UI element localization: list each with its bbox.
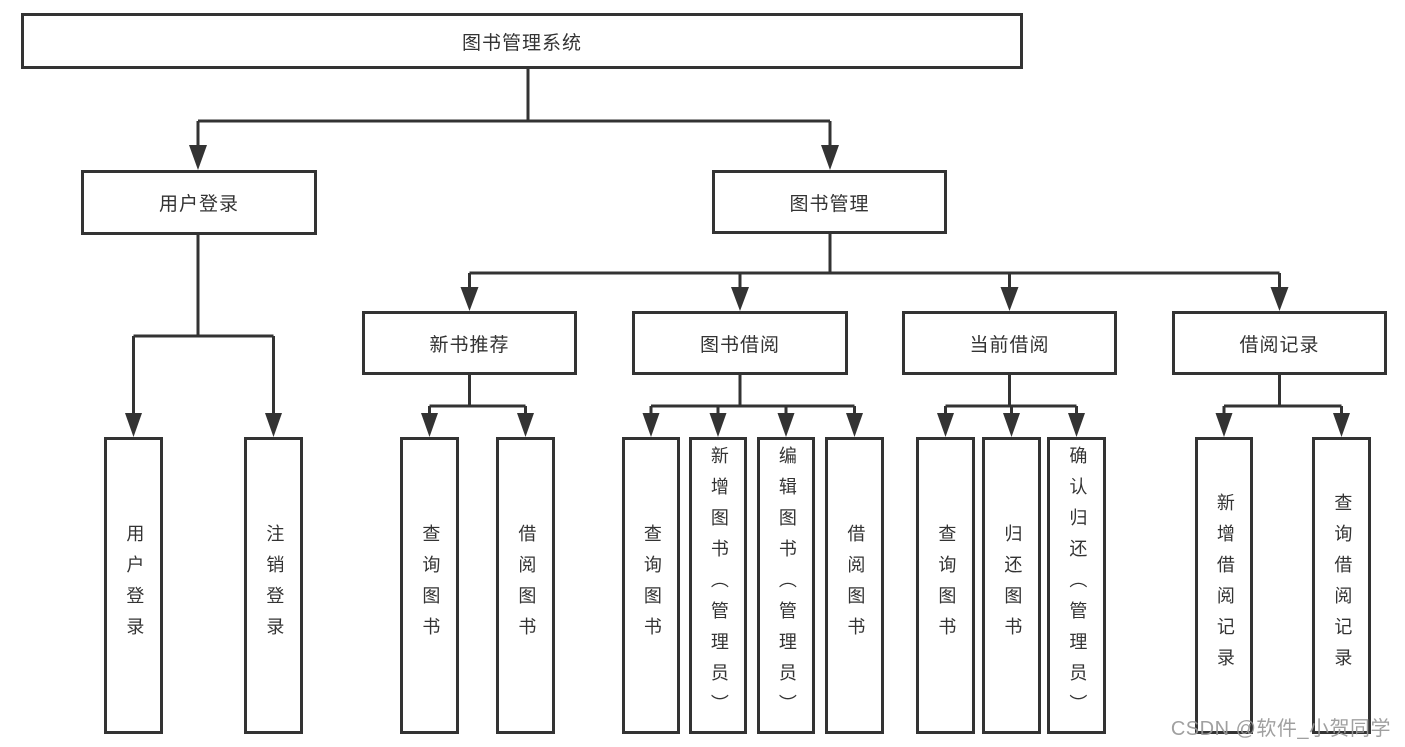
leaf-br-add-record-label: 新增借阅记录	[1214, 492, 1235, 679]
arrowhead	[821, 145, 839, 170]
node-book-mgmt: 图书管理	[712, 170, 947, 234]
leaf-cb-query-books-label: 查询图书	[936, 523, 957, 648]
leaf-cb-return-books: 归还图书	[982, 437, 1041, 734]
arrowhead	[125, 413, 142, 437]
node-root: 图书管理系统	[21, 13, 1023, 69]
leaf-bb-query-books-label: 查询图书	[641, 523, 662, 648]
node-user-login: 用户登录	[81, 170, 317, 235]
leaf-br-query-record-label: 查询借阅记录	[1332, 492, 1353, 679]
node-root-label: 图书管理系统	[461, 32, 582, 54]
leaf-bb-edit-books-admin: 编辑图书（管理员）	[757, 437, 815, 734]
leaf-nb-query-books-label: 查询图书	[420, 523, 441, 648]
connector-user-login-children	[125, 235, 282, 437]
node-book-borrow-label: 图书借阅	[699, 334, 780, 356]
leaf-cb-confirm-return-admin: 确认归还（管理员）	[1047, 437, 1106, 734]
leaf-bb-query-books: 查询图书	[622, 437, 680, 734]
node-book-borrow: 图书借阅	[632, 311, 848, 375]
node-borrow-records-label: 借阅记录	[1239, 334, 1320, 356]
connector-borrow-records-children	[1215, 375, 1350, 437]
arrowhead	[421, 413, 438, 437]
arrowhead	[1270, 287, 1289, 311]
leaf-cb-query-books: 查询图书	[916, 437, 975, 734]
arrowhead	[1333, 413, 1350, 437]
leaf-cb-confirm-return-admin-label: 确认归还（管理员）	[1067, 446, 1088, 725]
arrowhead	[937, 413, 954, 437]
csdn-watermark: CSDN @软件_小贺同学	[1170, 718, 1391, 740]
leaf-logout: 注销登录	[244, 437, 303, 734]
arrowhead	[1215, 413, 1233, 437]
leaf-nb-borrow-books-label: 借阅图书	[516, 523, 537, 648]
node-book-mgmt-label: 图书管理	[789, 193, 870, 215]
node-borrow-records: 借阅记录	[1172, 311, 1387, 375]
leaf-bb-borrow-books: 借阅图书	[825, 437, 884, 734]
leaf-user-login: 用户登录	[104, 437, 163, 734]
arrowhead	[777, 413, 795, 437]
leaf-bb-add-books-admin: 新增图书（管理员）	[689, 437, 747, 734]
leaf-nb-borrow-books: 借阅图书	[496, 437, 555, 734]
node-user-login-label: 用户登录	[158, 194, 239, 215]
leaf-logout-label: 注销登录	[264, 523, 285, 648]
connector-book-mgmt-children	[460, 234, 1289, 311]
connector-current-borrow-children	[937, 375, 1085, 437]
arrowhead	[1000, 287, 1019, 311]
leaf-br-query-record: 查询借阅记录	[1312, 437, 1371, 734]
node-new-book-rec: 新书推荐	[362, 311, 577, 375]
arrowhead	[460, 287, 479, 311]
leaf-br-add-record: 新增借阅记录	[1195, 437, 1253, 734]
arrowhead	[1003, 413, 1020, 437]
arrowhead	[846, 413, 863, 437]
connector-book-borrow-children	[642, 375, 863, 437]
node-current-borrow-label: 当前借阅	[969, 334, 1050, 356]
leaf-cb-return-books-label: 归还图书	[1002, 523, 1023, 648]
arrowhead	[709, 413, 727, 437]
arrowhead	[1068, 413, 1085, 437]
leaf-bb-edit-books-admin-label: 编辑图书（管理员）	[776, 446, 797, 725]
node-new-book-rec-label: 新书推荐	[429, 334, 510, 356]
node-current-borrow: 当前借阅	[902, 311, 1117, 375]
arrowhead	[517, 413, 534, 437]
leaf-user-login-label: 用户登录	[124, 523, 145, 648]
arrowhead	[642, 413, 660, 437]
arrowhead	[189, 145, 207, 170]
connector-new-book-rec-children	[421, 375, 534, 437]
leaf-bb-add-books-admin-label: 新增图书（管理员）	[708, 446, 729, 725]
leaf-bb-borrow-books-label: 借阅图书	[845, 523, 866, 648]
leaf-nb-query-books: 查询图书	[400, 437, 459, 734]
connector-root-to-level2	[189, 69, 839, 170]
arrowhead	[265, 413, 282, 437]
arrowhead	[731, 287, 749, 311]
